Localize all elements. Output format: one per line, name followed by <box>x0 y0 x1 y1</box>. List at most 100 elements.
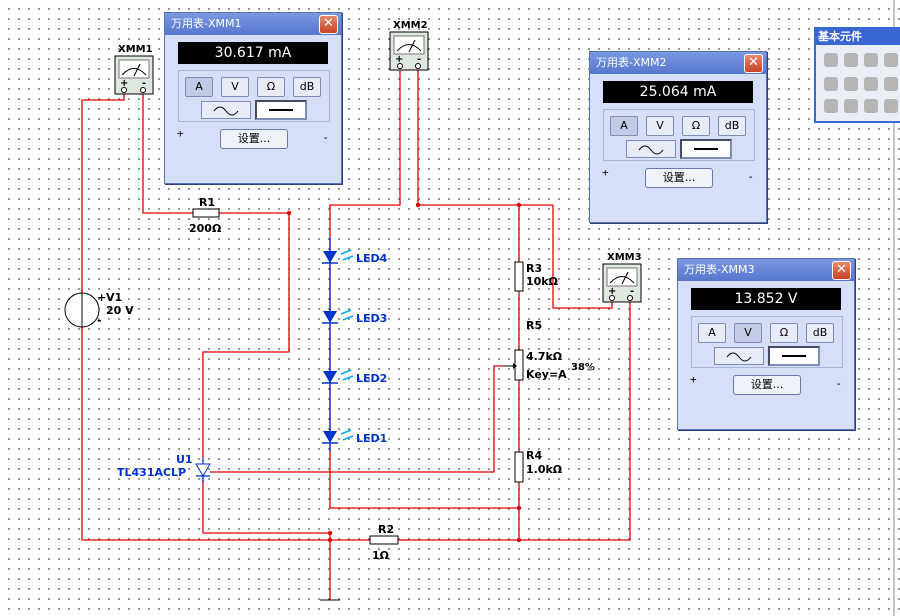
xmm3-label: XMM3 <box>607 252 642 263</box>
svg-text:-: - <box>417 54 421 65</box>
led-4[interactable]: LED4 <box>322 249 388 265</box>
led-2[interactable]: LED2 <box>322 369 387 385</box>
xmm1-db-button[interactable]: dB <box>293 77 321 97</box>
red-wires <box>81 68 631 600</box>
palette-button[interactable] <box>824 53 838 67</box>
led-3[interactable]: LED3 <box>322 309 387 325</box>
xmm1-reading: 30.617 mA <box>178 42 328 64</box>
xmm3-ohmmeter-button[interactable]: Ω <box>770 323 798 343</box>
r5-percent: 38% <box>571 362 595 373</box>
xmm3-minus-terminal: - <box>835 377 842 390</box>
palette-button[interactable] <box>844 99 858 113</box>
r1-value: 200Ω <box>189 222 222 235</box>
xmm2-plus-terminal: + <box>602 166 609 179</box>
palette-button[interactable] <box>864 77 878 91</box>
xmm2-titlebar[interactable]: 万用表-XMM2 ✕ <box>590 52 766 74</box>
junction-dots <box>286 202 522 543</box>
xmm1-label: XMM1 <box>118 44 153 55</box>
xmm1-settings-button[interactable]: 设置... <box>220 129 288 149</box>
svg-text:-: - <box>630 286 634 297</box>
ac-wave-icon <box>726 352 752 362</box>
xmm2-label: XMM2 <box>393 20 428 31</box>
xmm3-symbol[interactable]: XMM3 + - <box>602 252 642 303</box>
voltage-source-v1[interactable]: + V1 20 V - <box>64 291 134 328</box>
svg-text:+: + <box>120 78 128 89</box>
u1-part: TL431ACLP <box>117 466 186 479</box>
regulator-u1[interactable]: U1 TL431ACLP <box>117 453 211 482</box>
resistor-r4[interactable]: R4 1.0kΩ <box>514 449 563 483</box>
r5-value: 4.7kΩ <box>526 350 563 363</box>
led3-label: LED3 <box>356 312 387 325</box>
u1-name: U1 <box>176 453 193 466</box>
multimeter-window-xmm3[interactable]: 万用表-XMM3 ✕ 13.852 V A V Ω dB + 设置... - <box>677 258 855 430</box>
xmm2-symbol[interactable]: XMM2 + - <box>389 20 429 71</box>
xmm3-dc-button[interactable] <box>768 346 820 366</box>
xmm3-db-button[interactable]: dB <box>806 323 834 343</box>
r5-name: R5 <box>526 319 542 332</box>
palette-button[interactable] <box>844 77 858 91</box>
palette-button[interactable] <box>884 53 898 67</box>
xmm3-ammeter-button[interactable]: A <box>698 323 726 343</box>
palette-button[interactable] <box>864 99 878 113</box>
svg-text:+: + <box>608 286 616 297</box>
resistor-r1[interactable]: R1 200Ω <box>189 196 222 235</box>
r3-name: R3 <box>526 262 542 275</box>
xmm2-voltmeter-button[interactable]: V <box>646 116 674 136</box>
xmm1-ammeter-button[interactable]: A <box>185 77 213 97</box>
ac-wave-icon <box>638 145 664 155</box>
dc-line-icon <box>269 109 293 111</box>
led4-label: LED4 <box>356 252 388 265</box>
potentiometer-r5[interactable]: R5 4.7kΩ Key=A 38% <box>503 319 595 381</box>
xmm3-settings-button[interactable]: 设置... <box>733 375 801 395</box>
xmm2-dc-button[interactable] <box>680 139 732 159</box>
xmm1-titlebar[interactable]: 万用表-XMM1 ✕ <box>165 13 341 35</box>
xmm3-title: 万用表-XMM3 <box>684 263 755 276</box>
close-icon[interactable]: ✕ <box>744 54 763 73</box>
palette-button[interactable] <box>884 77 898 91</box>
palette-title: 基本元件 <box>816 29 900 45</box>
xmm2-minus-terminal: - <box>747 170 754 183</box>
close-icon[interactable]: ✕ <box>319 15 338 34</box>
xmm1-ohmmeter-button[interactable]: Ω <box>257 77 285 97</box>
v1-plus: + <box>97 291 106 304</box>
r5-wiper-handle[interactable] <box>588 367 592 371</box>
xmm2-settings-button[interactable]: 设置... <box>645 168 713 188</box>
palette-button[interactable] <box>824 77 838 91</box>
r3-value: 10kΩ <box>526 275 559 288</box>
svg-text:+: + <box>395 54 403 65</box>
palette-button[interactable] <box>824 99 838 113</box>
xmm1-minus-terminal: - <box>322 131 329 144</box>
r1-name: R1 <box>199 196 215 209</box>
xmm2-title: 万用表-XMM2 <box>596 56 667 69</box>
palette-button[interactable] <box>864 53 878 67</box>
led1-label: LED1 <box>356 432 387 445</box>
xmm3-ac-button[interactable] <box>714 347 764 365</box>
xmm3-titlebar[interactable]: 万用表-XMM3 ✕ <box>678 259 854 281</box>
component-palette[interactable]: 基本元件 <box>814 27 900 123</box>
xmm1-ac-button[interactable] <box>201 101 251 119</box>
xmm1-symbol[interactable]: XMM1 + - <box>114 44 154 95</box>
xmm3-voltmeter-button[interactable]: V <box>734 323 762 343</box>
xmm3-reading: 13.852 V <box>691 288 841 310</box>
xmm2-ohmmeter-button[interactable]: Ω <box>682 116 710 136</box>
xmm1-mode-panel: A V Ω dB <box>178 70 330 122</box>
xmm2-mode-panel: A V Ω dB <box>603 109 755 161</box>
xmm2-ac-button[interactable] <box>626 140 676 158</box>
multimeter-window-xmm1[interactable]: 万用表-XMM1 ✕ 30.617 mA A V Ω dB + 设置... - <box>164 12 342 184</box>
led-1[interactable]: LED1 <box>322 429 387 445</box>
resistor-r3[interactable]: R3 10kΩ <box>514 261 559 292</box>
resistor-r2[interactable]: R2 1Ω <box>369 523 410 562</box>
palette-button[interactable] <box>884 99 898 113</box>
v1-value: 20 V <box>106 304 134 317</box>
ac-wave-icon <box>213 106 239 116</box>
xmm1-title: 万用表-XMM1 <box>171 17 242 30</box>
multimeter-window-xmm2[interactable]: 万用表-XMM2 ✕ 25.064 mA A V Ω dB + 设置... - <box>589 51 767 223</box>
close-icon[interactable]: ✕ <box>832 261 851 280</box>
xmm1-dc-button[interactable] <box>255 100 307 120</box>
xmm2-db-button[interactable]: dB <box>718 116 746 136</box>
palette-button[interactable] <box>844 53 858 67</box>
xmm2-ammeter-button[interactable]: A <box>610 116 638 136</box>
xmm1-plus-terminal: + <box>177 127 184 140</box>
xmm1-voltmeter-button[interactable]: V <box>221 77 249 97</box>
